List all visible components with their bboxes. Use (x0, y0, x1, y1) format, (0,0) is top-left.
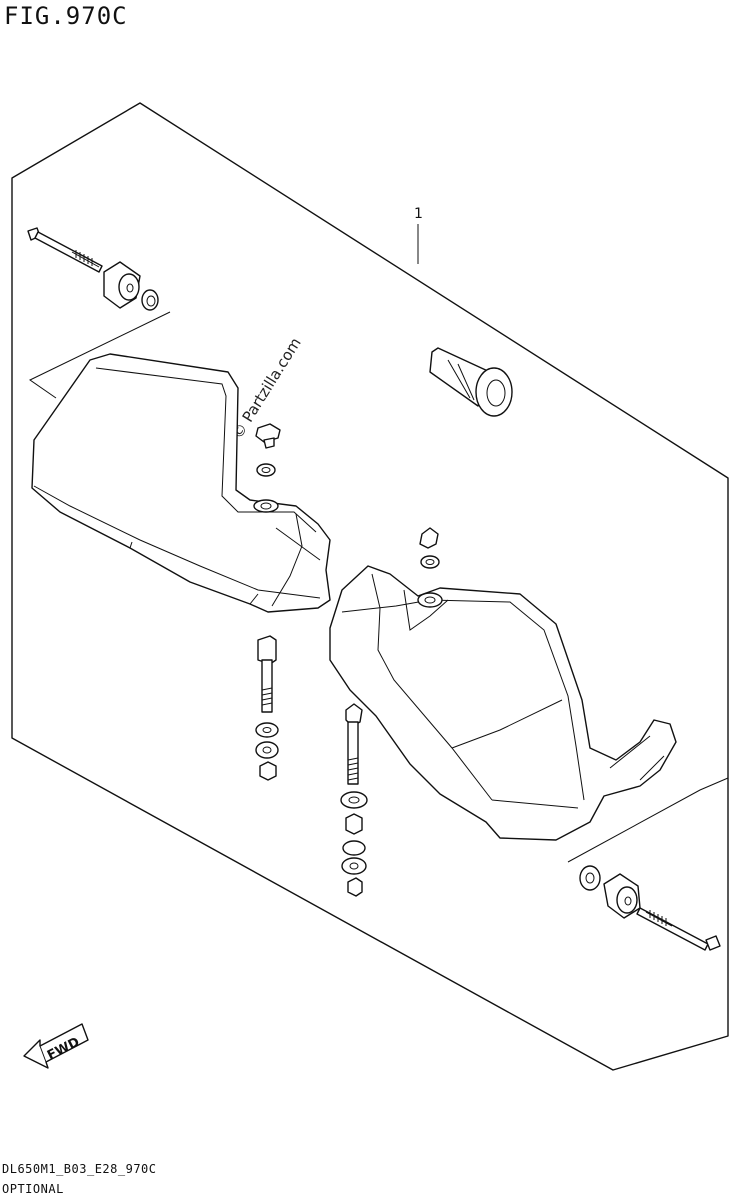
optional-note: OPTIONAL (2, 1182, 64, 1196)
bar-end-weight-left (103, 261, 141, 309)
kit-boundary (11, 102, 729, 1071)
leader-right-weight (567, 777, 729, 863)
washer-right-guard (420, 555, 440, 569)
bar-end-bolt-right (636, 907, 721, 951)
washer-right-weight (579, 865, 601, 891)
figure-title: FIG.970C (4, 2, 128, 30)
screw-left-guard (255, 423, 281, 449)
callout-number-1: 1 (414, 206, 423, 222)
bar-end-weight-right (603, 873, 641, 919)
washer-left-guard (256, 463, 276, 477)
stud-bolt-left-stack (255, 635, 279, 781)
hand-guard-right (329, 565, 677, 841)
rubber-cap (429, 347, 513, 417)
leader-left-weight (29, 311, 171, 399)
washer-left-weight (141, 289, 159, 311)
diagram-code: DL650M1_B03_E28_970C (2, 1162, 157, 1176)
stud-bolt-right-stack (340, 703, 368, 897)
nut-right-guard (419, 527, 439, 549)
bar-end-bolt-left (27, 227, 103, 273)
hand-guard-left (31, 353, 331, 613)
fwd-direction-arrow: FWD (23, 1023, 89, 1069)
